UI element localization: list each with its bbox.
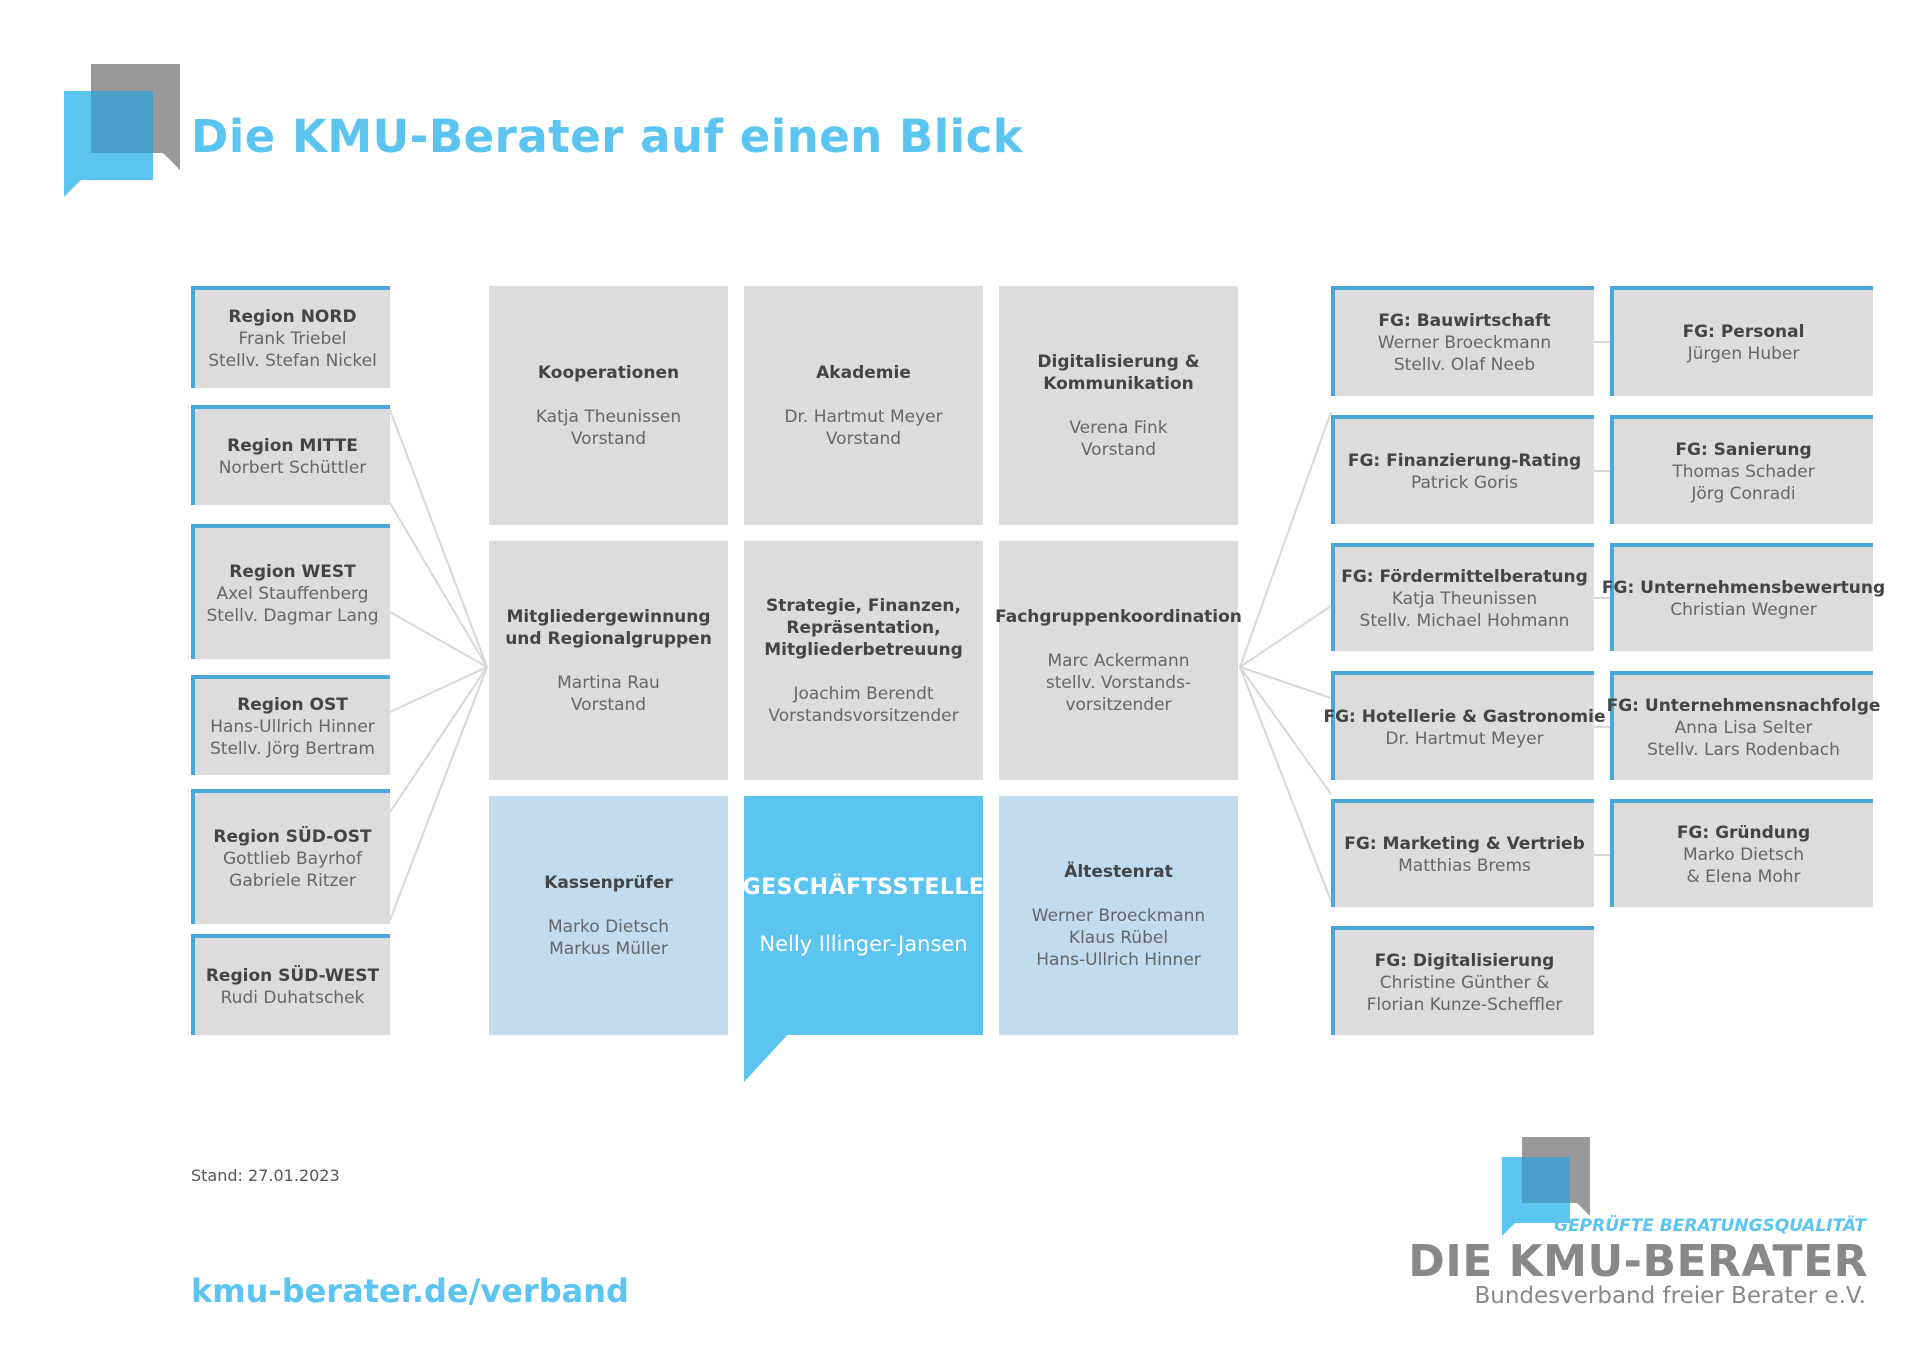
box-title: Strategie, Finanzen, Repräsentation, Mit… [764, 595, 963, 660]
region-name: Region NORD [228, 307, 357, 327]
fg-members: Jürgen Huber [1687, 344, 1800, 364]
fg-name: FG: Hotellerie & Gastronomie [1323, 706, 1606, 727]
box-members: Joachim Berendt Vorstandsvorsitzender [768, 683, 959, 726]
region-name: Region OST [237, 695, 348, 715]
logo-speech-bubble-icon [64, 64, 180, 197]
mitgliedergewinnung-box: Mitgliedergewinnung und Regionalgruppen … [489, 541, 728, 780]
box-members: Nelly Illinger-Jansen [759, 931, 968, 956]
region-sued-ost-box: Region SÜD-OST Gottlieb Bayrhof Gabriele… [191, 789, 390, 924]
box-members: Martina Rau Vorstand [557, 672, 660, 715]
fg-members: Werner Broeckmann Stellv. Olaf Neeb [1377, 333, 1552, 375]
strategie-finanzen-box: Strategie, Finanzen, Repräsentation, Mit… [744, 541, 983, 780]
fg-finanzierung-rating-box: FG: Finanzierung-Rating Patrick Goris [1331, 415, 1594, 524]
digitalisierung-kommunikation-box: Digitalisierung & Kommunikation Verena F… [999, 286, 1238, 525]
brand-tagline: GEPRÜFTE BERATUNGSQUALITÄT [1554, 1216, 1866, 1236]
region-nord-box: Region NORD Frank Triebel Stellv. Stefan… [191, 286, 390, 388]
box-members: Katja Theunissen Vorstand [535, 406, 682, 449]
fg-name: FG: Digitalisierung [1374, 950, 1555, 971]
box-title: Ältestenrat [1064, 861, 1173, 882]
akademie-box: Akademie Dr. Hartmut Meyer Vorstand [744, 286, 983, 525]
fg-name: FG: Sanierung [1675, 439, 1812, 460]
fg-name: FG: Gründung [1676, 823, 1811, 843]
geschaeftsstelle-bubble-tail-icon [744, 1030, 792, 1082]
box-members: Marc Ackermann stellv. Vorstands- vorsit… [1045, 650, 1192, 715]
fg-name: FG: Marketing & Vertrieb [1344, 834, 1585, 854]
brand-name: DIE KMU-BERATER [1408, 1236, 1868, 1287]
region-sued-west-box: Region SÜD-WEST Rudi Duhatschek [191, 934, 390, 1035]
region-name: Region MITTE [227, 436, 358, 456]
website-link[interactable]: kmu-berater.de/verband [191, 1272, 629, 1310]
region-ost-box: Region OST Hans-Ullrich Hinner Stellv. J… [191, 675, 390, 775]
box-title: Digitalisierung & Kommunikation [1037, 351, 1200, 394]
fg-gruendung-box: FG: Gründung Marko Dietsch & Elena Mohr [1610, 799, 1873, 907]
region-name: Region SÜD-OST [213, 826, 372, 847]
region-members: Frank Triebel Stellv. Stefan Nickel [208, 329, 377, 371]
box-title: Kassenprüfer [544, 872, 673, 893]
region-members: Hans-Ullrich Hinner Stellv. Jörg Bertram [210, 717, 375, 759]
fg-members: Marko Dietsch & Elena Mohr [1682, 845, 1805, 887]
fachgruppenkoordination-box: Fachgruppenkoordination Marc Ackermann s… [995, 541, 1242, 780]
fg-members: Christine Günther & Florian Kunze-Scheff… [1366, 972, 1563, 1015]
fg-name: FG: Unternehmensbewertung [1601, 578, 1886, 598]
region-name: Region WEST [229, 561, 356, 582]
box-title: Kooperationen [537, 362, 680, 383]
region-west-box: Region WEST Axel Stauffenberg Stellv. Da… [191, 524, 390, 659]
fg-digitalisierung-box: FG: Digitalisierung Christine Günther & … [1331, 926, 1594, 1035]
box-members: Werner Broeckmann Klaus Rübel Hans-Ullri… [1031, 905, 1206, 970]
fg-name: FG: Unternehmensnachfolge [1606, 695, 1881, 716]
region-members: Gottlieb Bayrhof Gabriele Ritzer [223, 848, 362, 891]
geschaeftsstelle-box: GESCHÄFTSSTELLE Nelly Illinger-Jansen [742, 796, 985, 1035]
box-title: Fachgruppenkoordination [995, 606, 1242, 627]
box-title: GESCHÄFTSSTELLE [742, 874, 985, 900]
region-mitte-box: Region MITTE Norbert Schüttler [191, 405, 390, 505]
region-name: Region SÜD-WEST [205, 965, 380, 986]
fg-members: Matthias Brems [1398, 856, 1531, 876]
kooperationen-box: Kooperationen Katja Theunissen Vorstand [489, 286, 728, 525]
box-title: Akademie [816, 362, 911, 383]
fg-members: Patrick Goris [1410, 472, 1519, 493]
box-members: Verena Fink Vorstand [1069, 417, 1168, 460]
fg-members: Anna Lisa Selter Stellv. Lars Rodenbach [1647, 717, 1840, 760]
fg-name: FG: Finanzierung-Rating [1347, 450, 1582, 471]
brand-subtitle: Bundesverband freier Berater e.V. [1474, 1283, 1866, 1309]
fg-unternehmensnachfolge-box: FG: Unternehmensnachfolge Anna Lisa Selt… [1607, 671, 1880, 780]
fg-members: Thomas Schader Jörg Conradi [1672, 461, 1815, 504]
fg-hotellerie-gastronomie-box: FG: Hotellerie & Gastronomie Dr. Hartmut… [1323, 671, 1606, 780]
fg-name: FG: Personal [1682, 322, 1805, 342]
brand-logo-icon [1502, 1137, 1590, 1236]
kassenpruefer-box: Kassenprüfer Marko Dietsch Markus Müller [489, 796, 728, 1035]
page-title: Die KMU-Berater auf einen Blick [191, 110, 1024, 163]
fg-members: Katja Theunissen Stellv. Michael Hohmann [1359, 589, 1570, 631]
box-title: Mitgliedergewinnung und Regionalgruppen [505, 606, 712, 649]
stand-date: Stand: 27.01.2023 [191, 1166, 340, 1185]
box-members: Marko Dietsch Markus Müller [547, 916, 670, 959]
fg-bauwirtschaft-box: FG: Bauwirtschaft Werner Broeckmann Stel… [1331, 286, 1594, 396]
fg-personal-box: FG: Personal Jürgen Huber [1610, 286, 1873, 396]
box-members: Dr. Hartmut Meyer Vorstand [784, 406, 943, 449]
region-members: Axel Stauffenberg Stellv. Dagmar Lang [206, 583, 379, 626]
aeltestenrat-box: Ältestenrat Werner Broeckmann Klaus Rübe… [999, 796, 1238, 1035]
fg-members: Dr. Hartmut Meyer [1385, 728, 1544, 749]
region-members: Rudi Duhatschek [220, 987, 365, 1008]
fg-marketing-vertrieb-box: FG: Marketing & Vertrieb Matthias Brems [1331, 799, 1594, 907]
fg-name: FG: Bauwirtschaft [1378, 311, 1551, 331]
fg-members: Christian Wegner [1670, 600, 1817, 620]
fg-unternehmensbewertung-box: FG: Unternehmensbewertung Christian Wegn… [1602, 543, 1885, 651]
fg-sanierung-box: FG: Sanierung Thomas Schader Jörg Conrad… [1610, 415, 1873, 524]
fg-foerdermittelberatung-box: FG: Fördermittelberatung Katja Theunisse… [1331, 543, 1594, 651]
region-members: Norbert Schüttler [218, 458, 367, 478]
fg-name: FG: Fördermittelberatung [1341, 567, 1588, 587]
